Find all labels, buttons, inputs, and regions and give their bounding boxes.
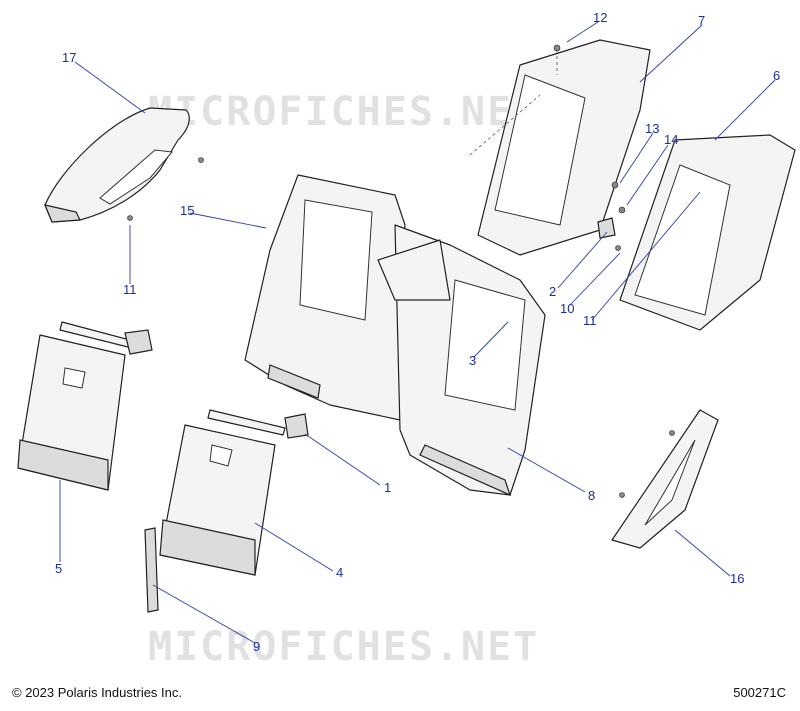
part-7-storage-box — [477, 39, 651, 256]
callout-6: 6 — [773, 68, 780, 83]
callout-8: 8 — [588, 488, 595, 503]
callout-1: 1 — [384, 480, 391, 495]
part-15-left-panel — [244, 174, 406, 421]
part-8-right-panel — [377, 224, 546, 497]
part-2-bracket — [597, 217, 616, 239]
part-16-screw-b — [619, 492, 625, 498]
leader-lines — [59, 21, 776, 644]
part-16-screw-a — [669, 430, 675, 436]
callout-10: 10 — [560, 301, 574, 316]
watermark-bottom: MICROFICHES.NET — [148, 624, 539, 670]
callout-11-left: 11 — [123, 282, 137, 297]
callout-17: 17 — [62, 50, 76, 65]
callout-4: 4 — [336, 565, 343, 580]
part-6-storage-box — [619, 134, 796, 331]
callout-16: 16 — [730, 571, 744, 586]
callout-15: 15 — [180, 203, 194, 218]
callout-14: 14 — [664, 132, 678, 147]
part-4-lid — [159, 409, 286, 576]
part-9-seal — [144, 527, 159, 613]
copyright-text: © 2023 Polaris Industries Inc. — [12, 685, 182, 700]
part-17-screw — [198, 157, 204, 163]
callout-5: 5 — [55, 561, 62, 576]
callout-12: 12 — [593, 10, 607, 25]
callout-3: 3 — [469, 353, 476, 368]
part-1-latch — [284, 413, 309, 439]
watermark-top: MICROFICHES.NET — [148, 89, 539, 135]
callout-13: 13 — [645, 121, 659, 136]
callout-9: 9 — [253, 639, 260, 654]
part-5-lid — [17, 321, 131, 491]
drawing-number: 500271C — [733, 685, 786, 700]
part-latch-left — [124, 329, 153, 355]
part-13-washer — [611, 181, 619, 189]
callout-7: 7 — [698, 13, 705, 28]
part-17-cover — [44, 107, 190, 223]
part-10-screw — [615, 245, 621, 251]
part-16-bracket — [611, 409, 719, 549]
part-14-nut — [618, 206, 626, 214]
callout-2: 2 — [549, 284, 556, 299]
callout-11-right: 11 — [583, 313, 597, 328]
part-11-screw-left — [127, 215, 133, 221]
